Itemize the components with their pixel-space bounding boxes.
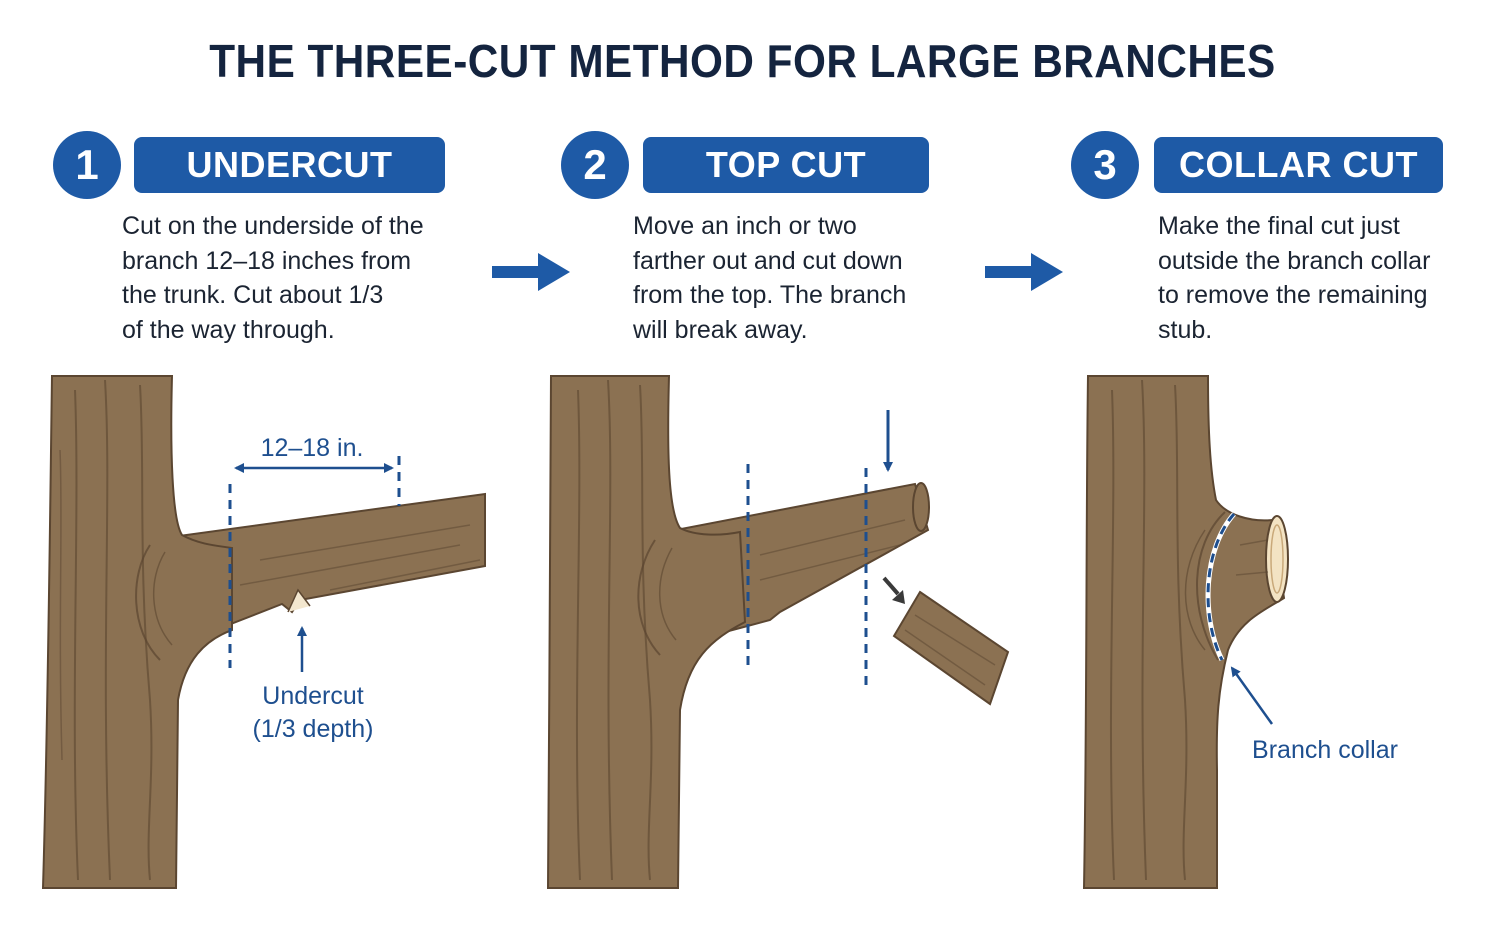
flow-arrow-1-icon <box>492 253 570 291</box>
stub-cut-face <box>1265 515 1289 603</box>
step-1-label: UNDERCUT <box>134 137 445 193</box>
distance-annotation: 12–18 in. <box>261 434 364 462</box>
panel-2-tree-illustration <box>546 375 1010 889</box>
branch-collar-annotation: Branch collar <box>1252 736 1398 764</box>
flow-arrow-2-icon <box>985 253 1063 291</box>
break-direction-icon <box>882 576 905 604</box>
panel-3-tree-illustration <box>1082 375 1289 889</box>
page-title: THE THREE-CUT METHOD FOR LARGE BRANCHES <box>209 35 1276 87</box>
step-1-number-badge: 1 <box>53 131 121 199</box>
step-2-number-badge: 2 <box>561 131 629 199</box>
step-3-label: COLLAR CUT <box>1154 137 1443 193</box>
panel-2-trunk <box>546 375 747 889</box>
step-3-number-badge: 3 <box>1071 131 1139 199</box>
panel-2-falling-branch-piece <box>892 590 1010 706</box>
panel-3-trunk <box>1082 375 1286 889</box>
step-2-label: TOP CUT <box>643 137 929 193</box>
step-1-description: Cut on the underside of the branch 12–18… <box>122 212 424 344</box>
step-3-description: Make the final cut just outside the bran… <box>1158 212 1431 344</box>
undercut-annotation-line-2: (1/3 depth) <box>253 715 374 743</box>
panel-1-trunk <box>41 375 233 889</box>
step-2-description: Move an inch or two farther out and cut … <box>633 212 907 344</box>
undercut-annotation-line-1: Undercut <box>262 682 363 710</box>
panel-1-tree-illustration <box>41 375 486 889</box>
